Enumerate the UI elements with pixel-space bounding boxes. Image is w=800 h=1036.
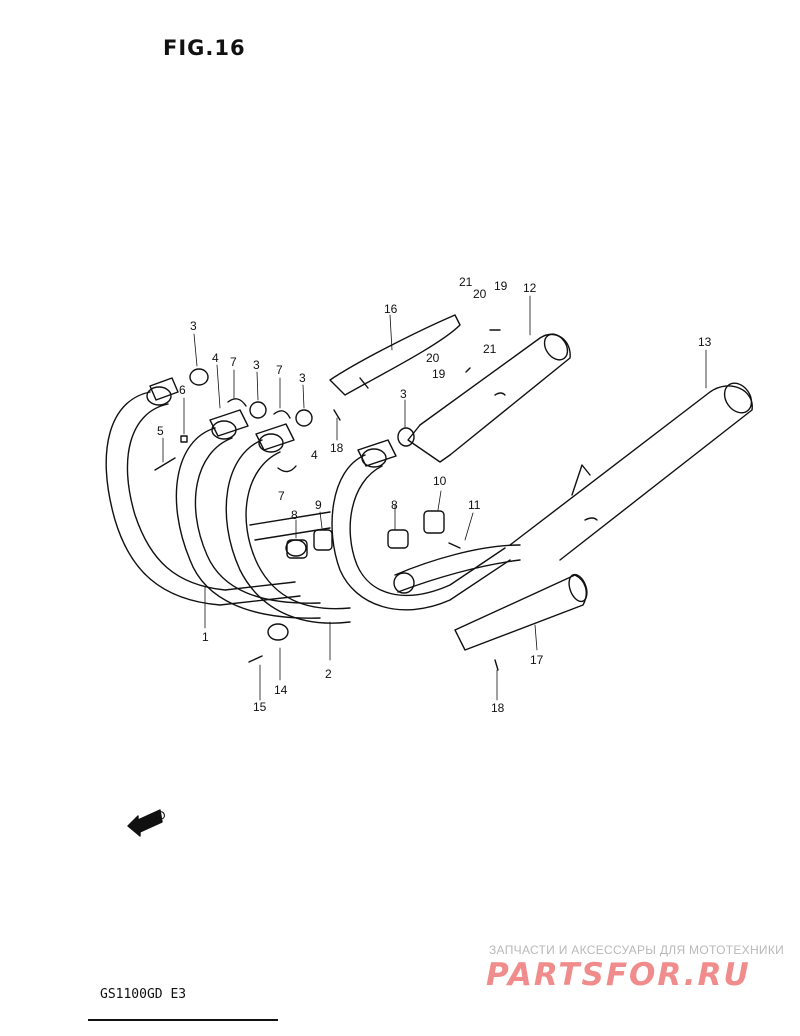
bolts [154, 329, 501, 671]
callout-11: 11 [468, 498, 481, 512]
callout-18b: 18 [491, 701, 505, 715]
callout-17: 17 [530, 653, 544, 667]
callout-9: 9 [315, 498, 322, 512]
callout-12: 12 [523, 281, 537, 295]
exhaust-pipe-1 [105, 377, 301, 606]
callout-3a: 3 [190, 319, 197, 333]
exhaust-pipe-2 [175, 409, 321, 619]
figure-title: FIG.16 [163, 36, 246, 60]
callout-8b: 8 [391, 498, 398, 512]
callout-20b: 20 [426, 351, 440, 365]
callout-13: 13 [698, 335, 712, 349]
callout-14: 14 [274, 683, 288, 697]
muffler-13 [509, 382, 753, 561]
bottom-rule [88, 1019, 278, 1021]
callout-3d: 3 [400, 387, 407, 401]
callout-1: 1 [202, 630, 209, 644]
clamps [267, 510, 445, 641]
callout-4a: 4 [212, 351, 219, 365]
callout-3c: 3 [299, 371, 306, 385]
collector-pipe [249, 511, 521, 594]
model-code: GS1100GD E3 [100, 987, 187, 1002]
heat-shield-17 [454, 573, 588, 651]
heat-shield-16 [329, 314, 461, 396]
callout-3b: 3 [253, 358, 260, 372]
watermark-tagline: ЗАПЧАСТИ И АКСЕССУАРЫ ДЛЯ МОТОТЕХНИКИ [489, 943, 785, 957]
muffler-12 [407, 333, 571, 463]
leader-lines [162, 295, 707, 701]
callout-21a: 21 [459, 275, 473, 289]
gaskets [189, 368, 415, 473]
callout-6: 6 [179, 383, 186, 397]
callout-8a: 8 [291, 508, 298, 522]
callout-15: 15 [253, 700, 267, 714]
callout-18a: 18 [330, 441, 344, 455]
callout-19a: 19 [494, 279, 508, 293]
callout-19b: 19 [432, 367, 446, 381]
callout-7c: 7 [278, 489, 285, 503]
callout-16: 16 [384, 302, 398, 316]
fwd-arrow: FWD [127, 807, 168, 837]
callout-5: 5 [157, 424, 164, 438]
callout-7b: 7 [276, 363, 283, 377]
callout-7a: 7 [230, 355, 237, 369]
callout-21b: 21 [483, 342, 497, 356]
callout-20a: 20 [473, 287, 487, 301]
callout-10: 10 [433, 474, 447, 488]
exhaust-pipe-4 [331, 439, 511, 611]
exhaust-pipe-3 [225, 423, 351, 624]
watermark-logo: PARTSFOR.RU [486, 957, 751, 993]
callout-labels: 1 2 3 3 3 3 4 4 5 6 7 7 7 8 8 9 10 11 12… [157, 275, 712, 715]
callout-2: 2 [325, 667, 332, 681]
callout-4b: 4 [311, 448, 318, 462]
